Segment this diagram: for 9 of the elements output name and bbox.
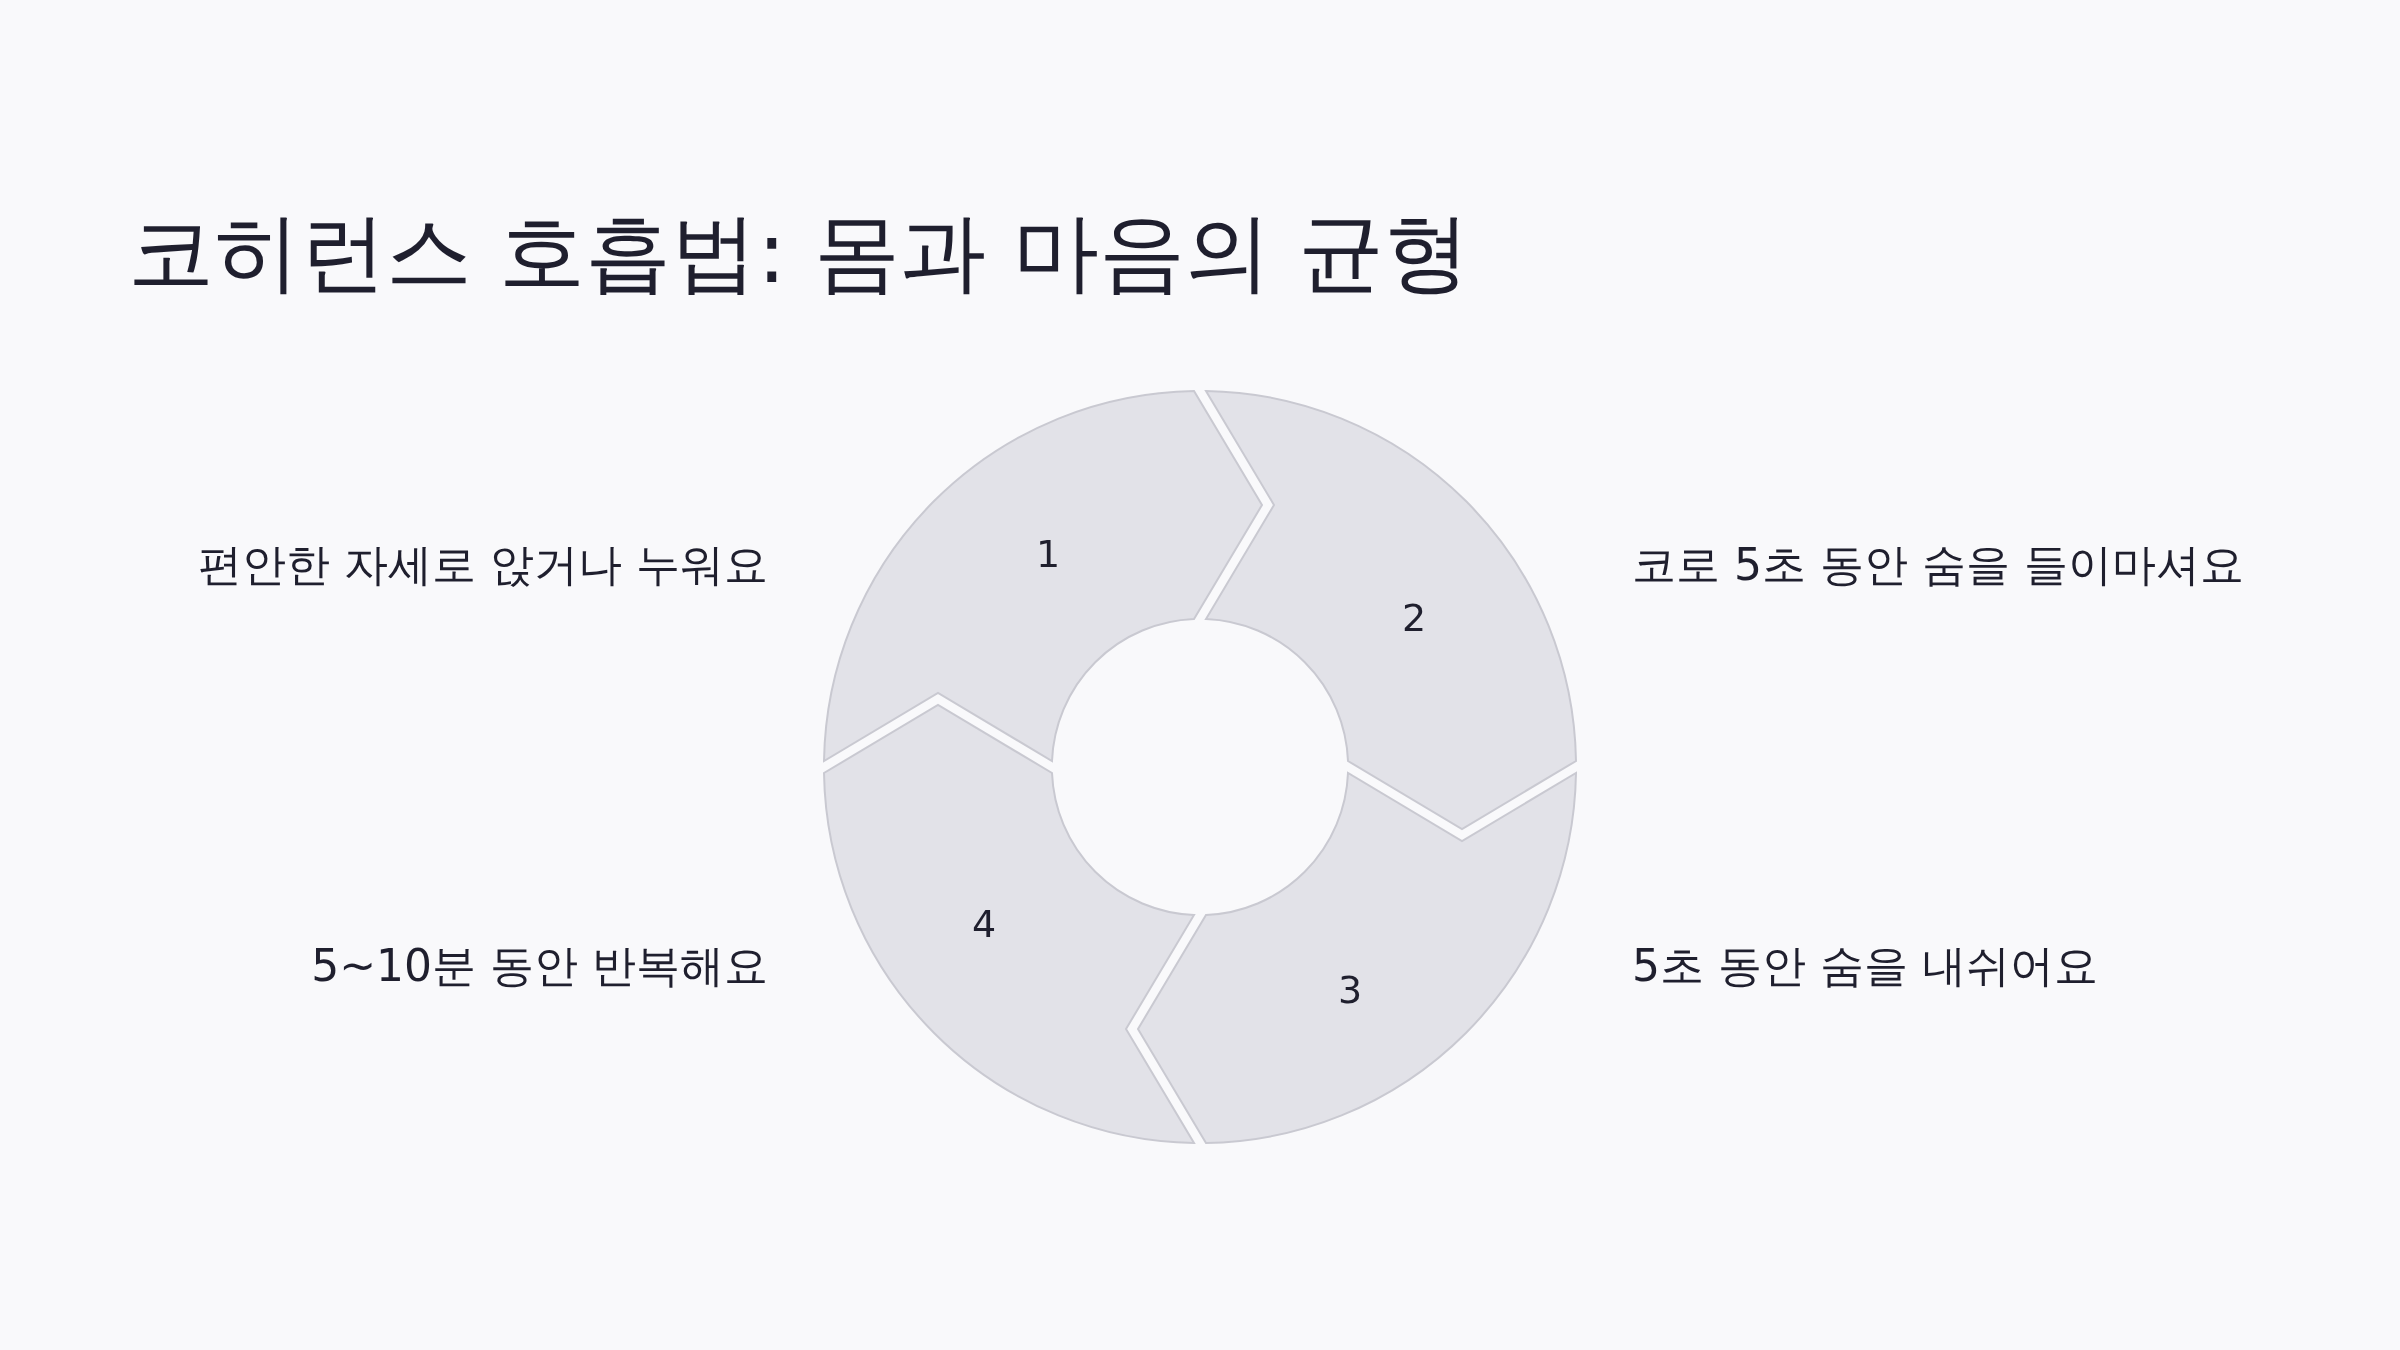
step-description: 코로 5초 동안 숨을 들이마셔요 <box>1632 538 2244 592</box>
step-number: 4 <box>971 905 997 943</box>
step-description: 편안한 자세로 앉거나 누워요 <box>198 538 768 592</box>
step-description: 5초 동안 숨을 내쉬어요 <box>1632 939 2098 993</box>
step-description: 5~10분 동안 반복해요 <box>311 939 768 993</box>
step-number: 2 <box>1401 599 1427 637</box>
title: 코히런스 호흡법: 몸과 마음의 균형 <box>128 205 1471 300</box>
step-number: 3 <box>1337 971 1363 1009</box>
step-number: 1 <box>1035 535 1061 573</box>
